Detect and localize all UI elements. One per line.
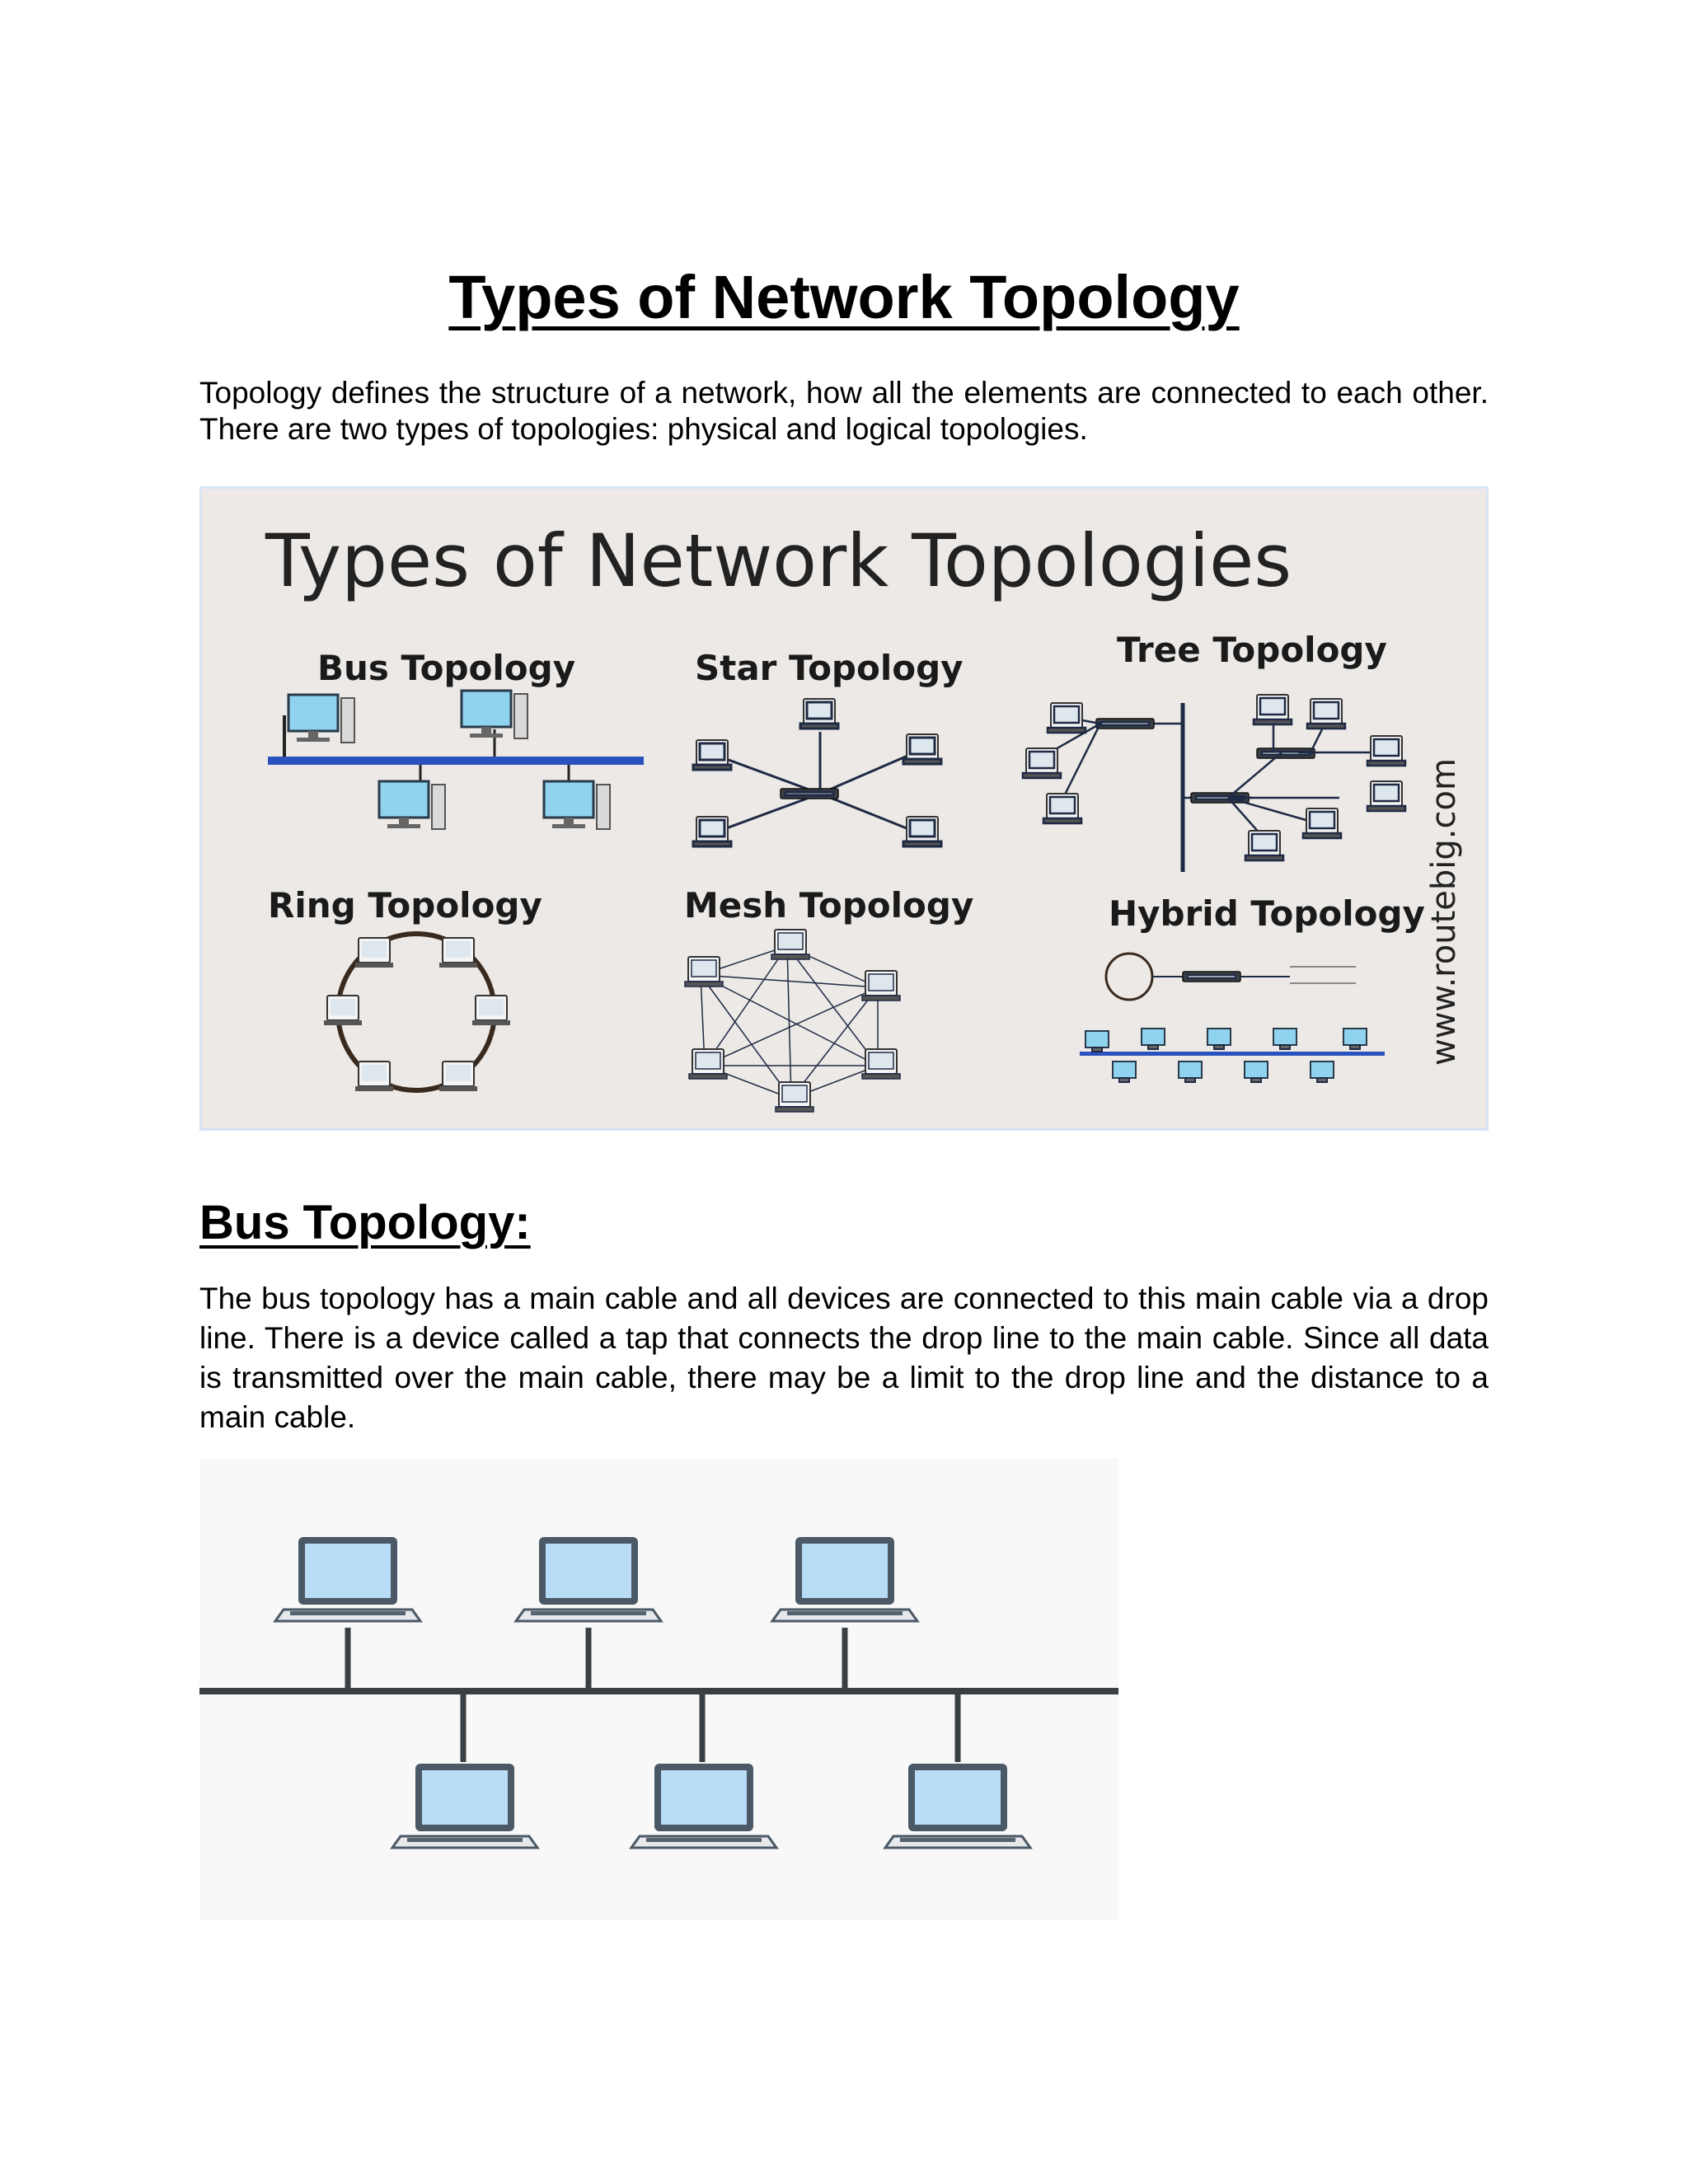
bus-topology-label: Bus Topology xyxy=(317,648,575,688)
banner-title: Types of Network Topologies xyxy=(265,518,1292,603)
laptop-icon xyxy=(514,1535,663,1623)
mesh-topology-label: Mesh Topology xyxy=(684,885,973,926)
laptop-icon xyxy=(630,1762,778,1849)
laptop-icon xyxy=(391,1762,539,1849)
hybrid-topology-diagram xyxy=(1080,952,1385,1083)
star-topology-diagram xyxy=(692,697,943,848)
ring-topology-label: Ring Topology xyxy=(268,885,542,926)
ring-topology-diagram xyxy=(323,931,511,1093)
bus-topology-drawing xyxy=(199,1535,1118,1849)
bus-topology-paragraph: The bus topology has a main cable and al… xyxy=(199,1282,1489,1434)
banner-watermark: www.routebig.com xyxy=(1425,758,1463,1066)
intro-paragraph: Topology defines the structure of a netw… xyxy=(199,376,1489,446)
bus-topology-heading: Bus Topology: xyxy=(199,1196,531,1249)
bus-topology-figure xyxy=(199,1459,1118,1920)
tree-topology-diagram xyxy=(1021,693,1407,872)
drop-lines xyxy=(345,1628,961,1762)
topologies-banner: Types of Network Topologies www.routebig… xyxy=(199,486,1489,1131)
hybrid-topology-label: Hybrid Topology xyxy=(1109,893,1425,934)
laptop-icon xyxy=(274,1535,422,1623)
laptop-icon xyxy=(884,1762,1032,1849)
bus-topology-diagram xyxy=(268,689,644,831)
tree-topology-label: Tree Topology xyxy=(1117,630,1387,670)
topologies-illustration: Types of Network Topologies www.routebig… xyxy=(265,518,1463,1113)
page-title: Types of Network Topology xyxy=(448,263,1240,331)
mesh-topology-diagram xyxy=(684,929,901,1113)
star-topology-label: Star Topology xyxy=(695,648,964,688)
laptop-icon xyxy=(771,1535,919,1623)
